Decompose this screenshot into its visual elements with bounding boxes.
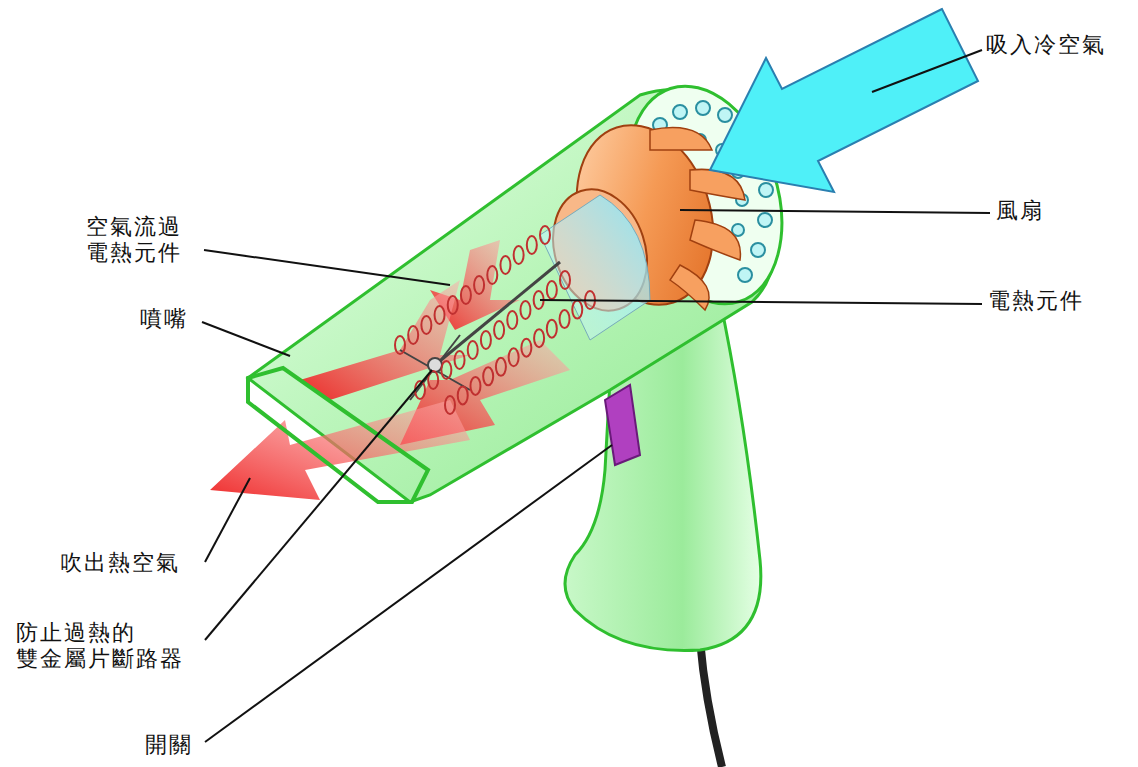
coil-turn bbox=[483, 367, 493, 385]
coil-turn bbox=[494, 321, 504, 339]
switch bbox=[605, 385, 640, 465]
coil-turn bbox=[445, 396, 455, 414]
power-cord bbox=[700, 640, 722, 767]
coil-turn bbox=[435, 306, 445, 324]
coil-turn bbox=[458, 386, 468, 404]
coil-turn bbox=[540, 226, 550, 244]
coil-turn bbox=[487, 266, 497, 284]
coil-turn bbox=[455, 351, 465, 369]
coil-turns bbox=[395, 226, 595, 414]
coil-turn bbox=[520, 301, 530, 319]
coil-turn bbox=[481, 331, 491, 349]
coil-turn bbox=[421, 316, 431, 334]
coil-turn bbox=[395, 336, 405, 354]
leader-lines bbox=[202, 50, 990, 742]
coil-turn bbox=[560, 310, 570, 328]
coil-turn bbox=[448, 296, 458, 314]
coil-turn bbox=[547, 281, 557, 299]
coil-turn bbox=[560, 271, 570, 289]
part-label: 吸入冷空氣 bbox=[986, 32, 1106, 58]
coil-turn bbox=[470, 377, 480, 395]
part-label: 吹出熱空氣 bbox=[60, 550, 180, 576]
coil-turn bbox=[534, 329, 544, 347]
part-label: 開關 bbox=[145, 732, 193, 758]
coil-turn bbox=[507, 311, 517, 329]
coil-turn bbox=[509, 348, 519, 366]
coil-turn bbox=[496, 358, 506, 376]
cold-air-arrow bbox=[710, 9, 978, 192]
coil-turn bbox=[500, 256, 510, 274]
coil-turn bbox=[547, 320, 557, 338]
coil-turn bbox=[461, 286, 471, 304]
motor-cylinder bbox=[540, 195, 650, 340]
part-label: 防止過熱的 雙金屬片斷路器 bbox=[16, 620, 203, 673]
coil-turn bbox=[441, 361, 451, 379]
part-label: 空氣流過 電熱元件 bbox=[86, 214, 196, 267]
coil-turn bbox=[514, 246, 524, 264]
coil-turn bbox=[468, 341, 478, 359]
coil-turn bbox=[572, 301, 582, 319]
part-label: 電熱元件 bbox=[988, 288, 1084, 314]
coil-turn bbox=[474, 276, 484, 294]
part-label: 風扇 bbox=[996, 198, 1044, 224]
coil-turn bbox=[527, 236, 537, 254]
coil-turn bbox=[521, 339, 531, 357]
part-label: 噴嘴 bbox=[140, 306, 188, 332]
coil-turn bbox=[408, 326, 418, 344]
hot-air-arrows bbox=[210, 240, 570, 500]
